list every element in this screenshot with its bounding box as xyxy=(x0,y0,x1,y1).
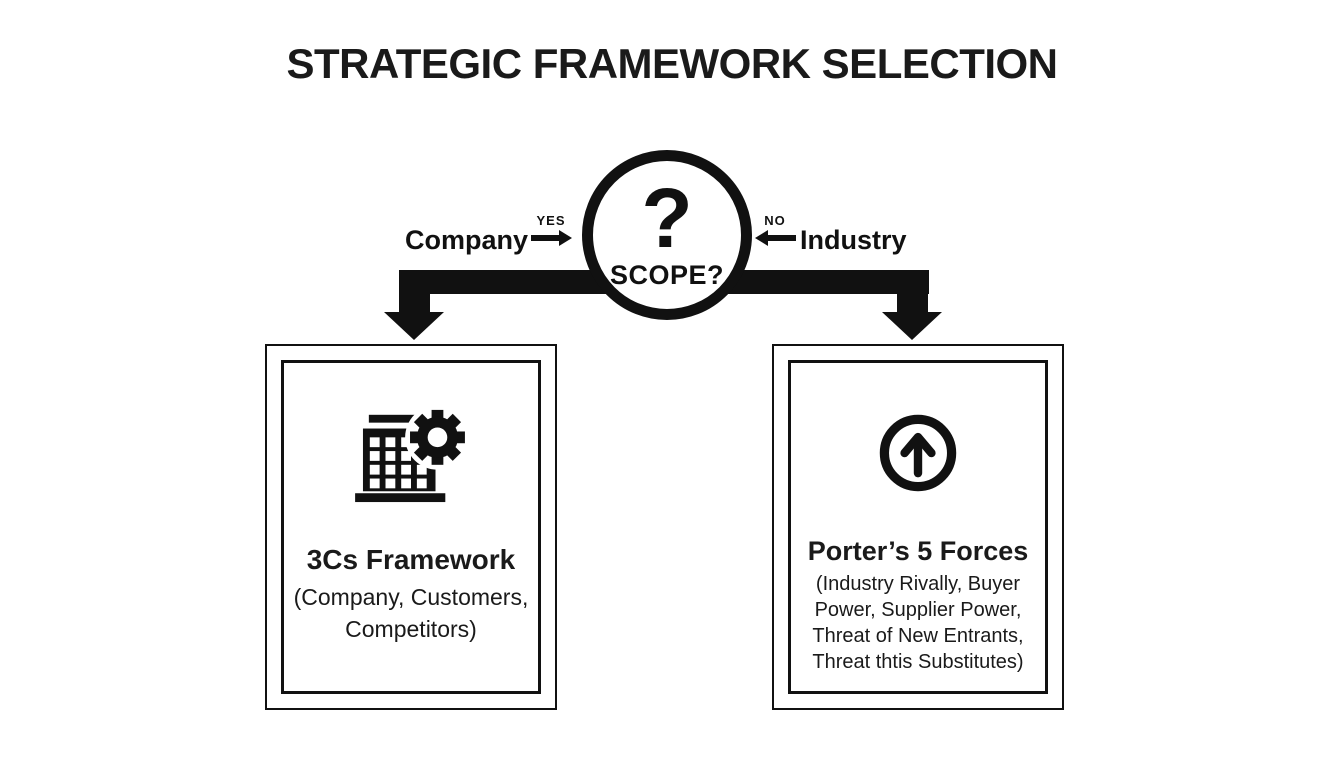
no-label: NO xyxy=(764,213,786,228)
yes-label: YES xyxy=(536,213,566,228)
framework-details: (Company, Customers, Competitors) xyxy=(294,581,529,645)
right-arrow-icon xyxy=(530,230,572,246)
framework-box-3cs-inner: 3Cs Framework (Company, Customers, Compe… xyxy=(281,360,541,694)
circle-up-arrow-icon xyxy=(876,411,960,500)
left-arrow-icon xyxy=(754,230,796,246)
framework-box-porters: Porter’s 5 Forces (Industry Rivally, Buy… xyxy=(772,344,1064,710)
no-arrow: NO xyxy=(752,213,798,246)
framework-name: 3Cs Framework xyxy=(306,544,516,575)
framework-name: Porter’s 5 Forces xyxy=(807,536,1029,566)
branch-label-company: Company xyxy=(405,225,529,255)
yes-arrow: YES xyxy=(528,213,574,246)
framework-detail-line: (Company, Customers, xyxy=(293,584,529,610)
decision-node: ? SCOPE? xyxy=(582,150,752,320)
connector-arm-right xyxy=(897,270,928,313)
framework-detail-line: (Industry Rivally, Buyer xyxy=(815,573,1021,595)
decision-label: SCOPE? xyxy=(609,260,725,291)
branch-label-industry: Industry xyxy=(800,225,907,255)
building-gear-icon xyxy=(353,405,470,510)
framework-detail-line: Threat thtis Substitutes) xyxy=(812,651,1024,673)
framework-detail-line: Power, Supplier Power, xyxy=(814,599,1022,621)
question-mark-icon: ? xyxy=(641,170,693,265)
framework-box-3cs: 3Cs Framework (Company, Customers, Compe… xyxy=(265,344,557,710)
down-arrowhead-left xyxy=(384,312,444,340)
framework-box-porters-inner: Porter’s 5 Forces (Industry Rivally, Buy… xyxy=(788,360,1048,694)
framework-detail-line: Threat of New Entrants, xyxy=(812,625,1024,647)
connector-arm-left xyxy=(399,270,430,313)
framework-detail-line: Competitors) xyxy=(345,616,477,642)
framework-details: (Industry Rivally, Buyer Power, Supplier… xyxy=(812,571,1023,675)
page-title: STRATEGIC FRAMEWORK SELECTION xyxy=(286,40,1058,87)
down-arrowhead-right xyxy=(882,312,942,340)
